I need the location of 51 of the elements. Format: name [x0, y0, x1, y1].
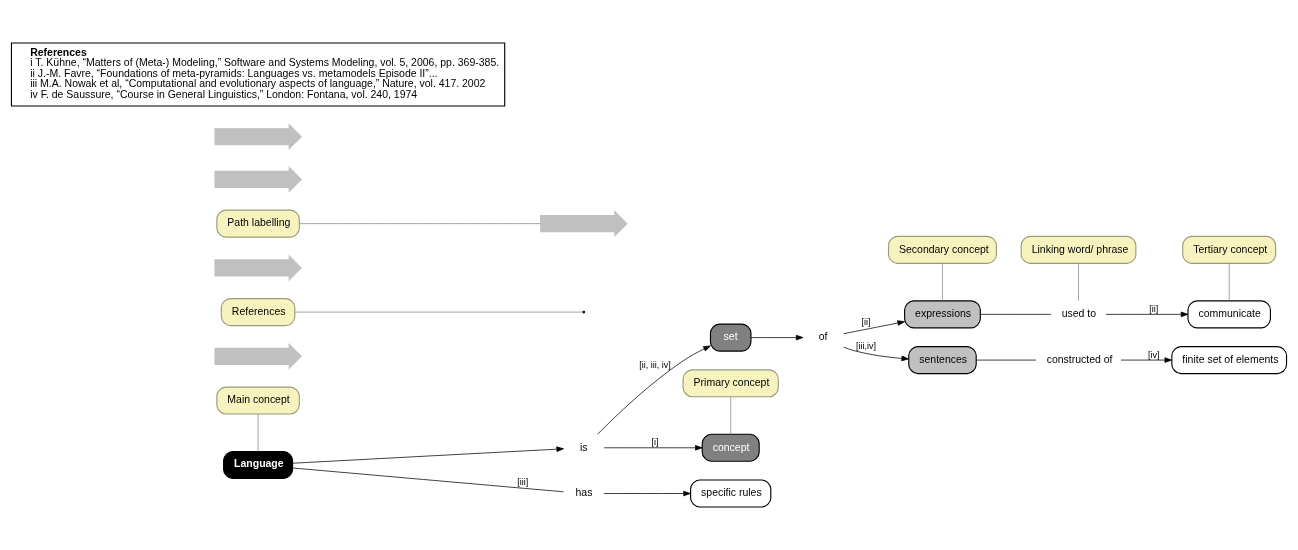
- node-text: of: [818, 331, 828, 343]
- node-box: Primary concept: [682, 369, 779, 398]
- connector: [1078, 263, 1079, 302]
- edge-label: [iii]: [517, 476, 529, 487]
- node-box: concept: [701, 433, 760, 462]
- node-box: Secondary concept: [887, 235, 997, 264]
- edge-label: [iv]: [1148, 349, 1160, 360]
- node-box: Linking word/ phrase: [1020, 235, 1137, 264]
- arrow: [750, 334, 804, 341]
- arrow: [1120, 357, 1172, 363]
- arrow: [1105, 311, 1189, 318]
- node-box: Tertiary concept: [1182, 235, 1277, 264]
- node-box: sentences: [908, 346, 977, 375]
- connector: [976, 359, 1037, 361]
- node-text: constructed of: [1046, 353, 1113, 365]
- arrow: [843, 346, 909, 362]
- edge-label: [ii]: [1149, 303, 1159, 314]
- node-text: is: [580, 441, 588, 453]
- node-box: communicate: [1187, 300, 1271, 329]
- connector: [1228, 263, 1230, 302]
- arrow: [603, 490, 691, 497]
- node-box: Main concept: [216, 386, 300, 415]
- node-box: specific rules: [690, 479, 772, 508]
- arrow: [597, 345, 711, 435]
- node-text: has: [575, 487, 593, 499]
- node-box: expressions: [904, 300, 981, 329]
- node-box: set: [709, 323, 752, 352]
- connector: [299, 223, 542, 225]
- edge-label: [iii,iv]: [856, 340, 876, 351]
- connector: [292, 467, 564, 493]
- node-box: Path labelling: [216, 209, 300, 238]
- node-box: References: [220, 298, 296, 327]
- node-text: used to: [1061, 308, 1097, 320]
- connector: [257, 413, 259, 452]
- edge-label: [ii]: [861, 316, 871, 327]
- node-arrow: [214, 343, 302, 370]
- connector: [979, 313, 1052, 315]
- node-arrow: [540, 210, 628, 237]
- node-arrow: [214, 166, 302, 193]
- edge-label: [ii, iii, iv]: [639, 360, 671, 371]
- node-box: References i T. Kühne, “Matters of (Meta-) Modeling,” Software and Systems Modeling, vol. 5, 2006, pp. 369-385. ii J.-M. Favre, “Foundations of meta-pyramids: Languages vs. metamodels Episode II”... iii M.A. Nowak et al, “Computational and evolutionary aspects of language,” Nature, vol. 417. 2002 iv F. de Saussure, “Course in General Linguistics,” London: Fontana, vol. 240, 1974: [10, 42, 506, 107]
- node-arrow: [214, 254, 302, 282]
- connector: [730, 396, 732, 435]
- node-box: finite set of elements: [1171, 346, 1288, 375]
- node-arrow: [214, 123, 302, 151]
- connector: [942, 263, 943, 302]
- edge-label: [i]: [651, 437, 659, 448]
- arrow: [843, 320, 905, 335]
- node-box: Language: [223, 450, 294, 480]
- arrow: [292, 446, 564, 464]
- arrow: [603, 445, 703, 451]
